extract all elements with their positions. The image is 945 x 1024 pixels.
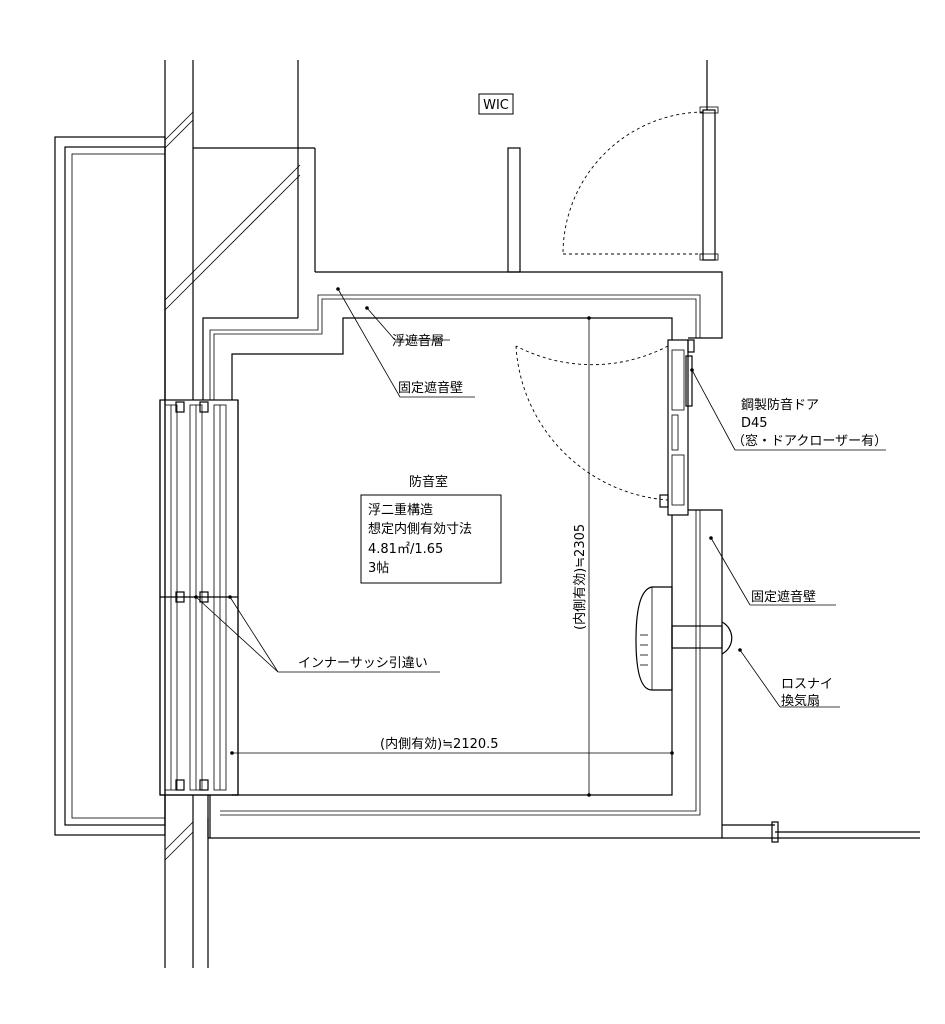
lossnay-label-1: ロスナイ: [781, 677, 833, 692]
floating-layer-label: 浮遮音層: [392, 333, 444, 349]
leader-lines: [194, 287, 886, 708]
lossnay-fan: [635, 586, 733, 691]
steel-door-label-2: D45: [741, 416, 768, 431]
room-info-line-1: 浮二重構造: [368, 502, 433, 518]
exterior-wall: [164, 60, 316, 968]
wic-area: WIC: [478, 60, 719, 273]
wic-label: WIC: [483, 98, 509, 113]
room-name-label: 防音室: [409, 474, 448, 490]
balcony-outline: [54, 136, 166, 836]
inner-sash: [159, 399, 239, 796]
dimension-horizontal-label: (内側有効)≒2120.5: [380, 736, 499, 752]
room-info-line-3: 4.81㎡/1.65: [368, 542, 443, 557]
room-info-box: [360, 494, 502, 584]
steel-door: [515, 339, 695, 516]
room-info-line-2: 想定内側有効寸法: [368, 521, 472, 537]
steel-door-label-3: （窓・ドアクローザー有）: [732, 433, 887, 449]
fixed-sound-wall: [209, 294, 701, 838]
fixed-wall-top-label: 固定遮音壁: [398, 380, 463, 396]
dimension-lines: [230, 316, 674, 797]
room-info-line-4: 3帖: [368, 561, 389, 576]
inner-sash-label: インナーサッシ引違い: [298, 656, 428, 671]
fixed-wall-right-label: 固定遮音壁: [751, 589, 816, 605]
room-outer-wall: [202, 271, 920, 843]
lossnay-label-2: 換気扇: [781, 693, 820, 709]
steel-door-label-1: 鋼製防音ドア: [741, 397, 819, 413]
dimension-vertical-label: (内側有効)≒2305: [572, 524, 588, 630]
wic-label-box: [478, 93, 514, 115]
